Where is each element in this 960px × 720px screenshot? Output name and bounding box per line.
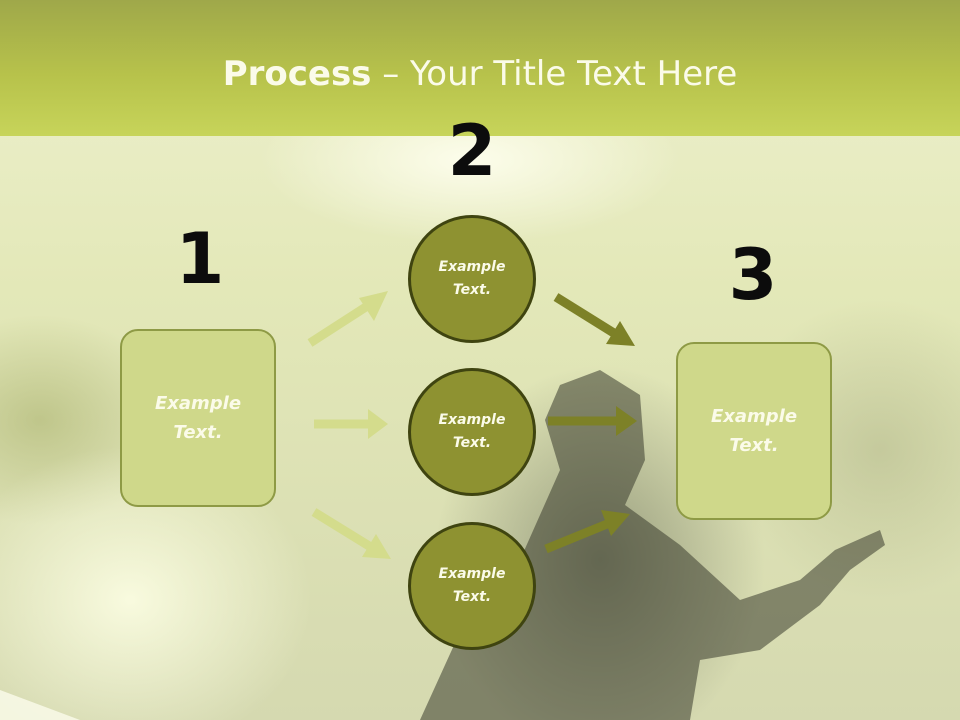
- circle-bottom-line1: Example: [438, 566, 506, 582]
- title-rest: – Your Title Text Here: [371, 54, 738, 94]
- circle-bottom-line2: Text.: [452, 589, 492, 605]
- step-3-box-line2: Text.: [729, 435, 779, 456]
- step-number-2: 2: [447, 110, 497, 192]
- arrow-top-circle-to-box3: [553, 293, 635, 346]
- circle-middle-line2: Text.: [452, 435, 492, 451]
- circle-top-line2: Text.: [452, 282, 492, 298]
- arrow-box1-to-bottom-circle: [311, 508, 391, 559]
- step-1-box-line1: Example: [154, 393, 242, 414]
- step-1-box-line2: Text.: [173, 422, 223, 443]
- circle-middle-line1: Example: [438, 412, 506, 428]
- circle-top-line1: Example: [438, 259, 506, 275]
- arrow-bottom-circle-to-box3: [544, 510, 630, 554]
- slide-title: Process – Your Title Text Here: [0, 52, 960, 96]
- title-bold: Process: [222, 54, 372, 94]
- step-number-3: 3: [728, 234, 778, 316]
- step-number-1: 1: [175, 218, 225, 300]
- title-bar: [0, 0, 960, 136]
- arrow-box1-to-top-circle: [307, 291, 388, 347]
- arrow-middle-circle-to-box3: [548, 406, 637, 436]
- arrow-box1-to-middle-circle: [314, 409, 388, 439]
- step-3-box-line1: Example: [710, 406, 798, 427]
